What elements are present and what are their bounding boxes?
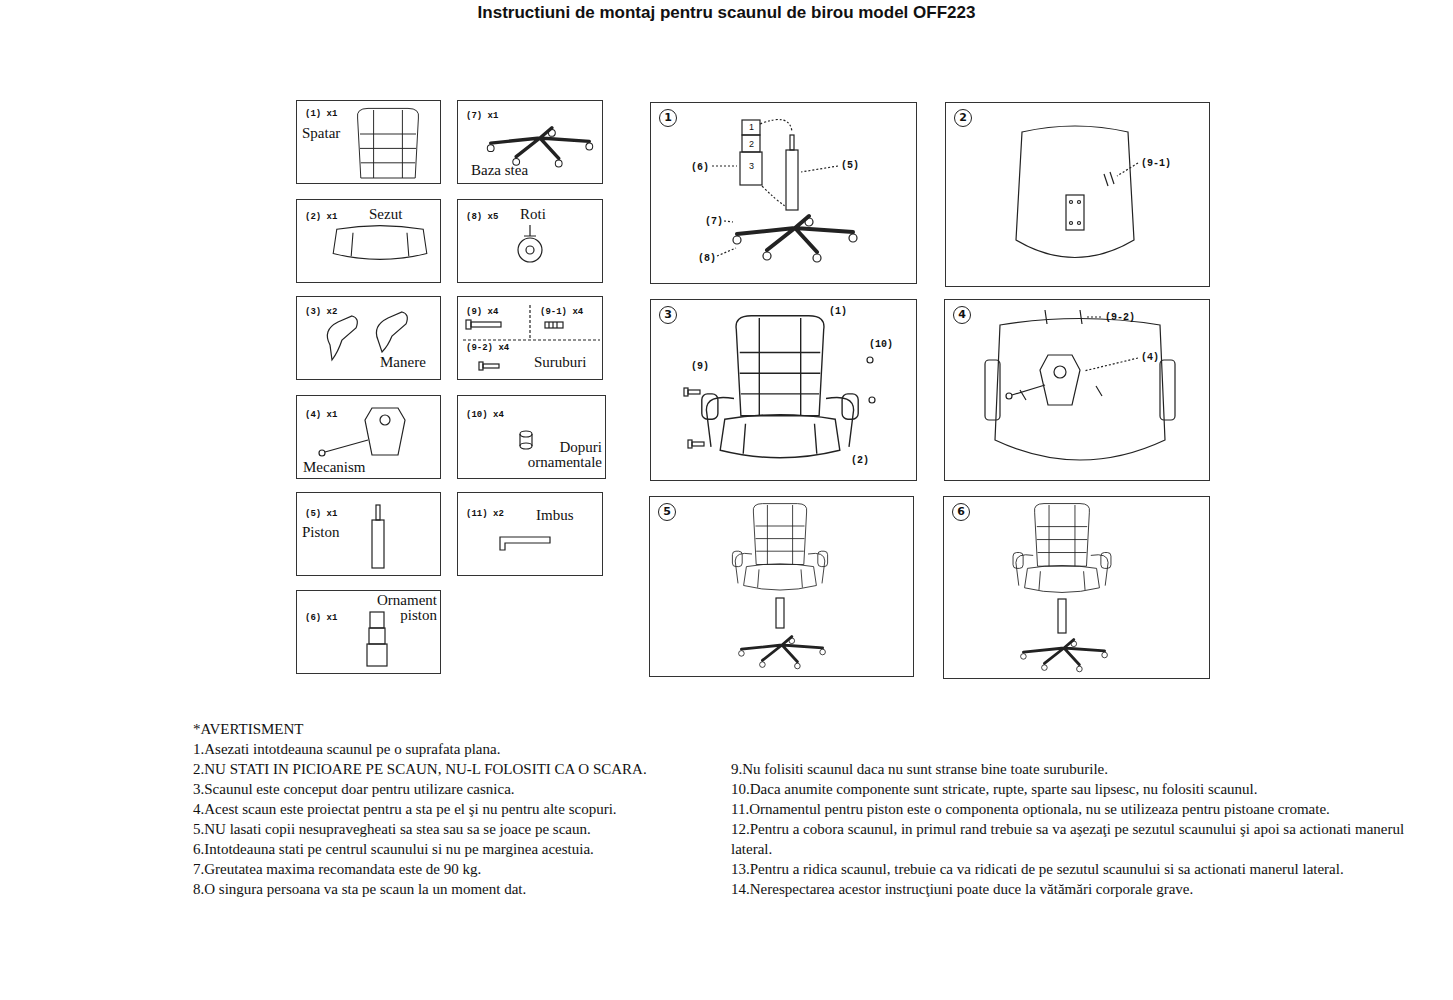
quantity-label: (5) x1 [305, 509, 337, 520]
part-name: Baza stea [471, 162, 528, 178]
warning-item: 1.Asezati intotdeauna scaunul pe o supra… [193, 739, 500, 759]
part-box: (7) x1 Baza stea [457, 100, 603, 184]
segment-number: 3 [749, 161, 754, 172]
callout-number: (10) [869, 339, 893, 351]
step-panel: 2 (9-1) [945, 102, 1210, 287]
step-panel: 5 [649, 496, 914, 677]
part-name: Roti [520, 206, 546, 222]
quantity-label: (6) x1 [305, 613, 337, 624]
warning-item: 2.NU STATI IN PICIOARE PE SCAUN, NU-L FO… [193, 759, 647, 779]
quantity-label: (2) x1 [305, 212, 337, 223]
part-box: (11) x2 Imbus [457, 492, 603, 576]
step-number: 1 [659, 109, 677, 127]
quantity-label: (8) x5 [466, 212, 498, 223]
warning-item: 8.O singura persoana va sta pe scaun la … [193, 879, 526, 899]
step-panel: 4 (9-2) (4) [944, 299, 1210, 481]
part-name: Piston [302, 524, 340, 540]
step-number: 3 [659, 306, 677, 324]
step-panel: 1 (6) 1 2 3 (5) (7) (8) [650, 102, 917, 284]
quantity-label: (11) x2 [466, 509, 504, 520]
quantity-label: (7) x1 [466, 111, 498, 122]
callout-number: (2) [851, 455, 869, 467]
callout-number: (5) [841, 160, 859, 172]
part-box: (2) x1 Sezut [296, 199, 441, 283]
step-number: 4 [953, 306, 971, 324]
warning-item: 7.Greutatea maxima recomandata este de 9… [193, 859, 481, 879]
warning-item: 5.NU lasati copii nesupravegheati sa ste… [193, 819, 591, 839]
part-box: (4) x1 Mecanism [296, 395, 441, 479]
warning-item: 14.Nerespectarea acestor instrucţiuni po… [731, 879, 1193, 899]
quantity-label: (10) x4 [466, 410, 504, 421]
part-name: Dopuri ornamentale [514, 440, 602, 470]
quantity-label: (9) x4 [466, 307, 498, 318]
part-name: Manere [380, 354, 426, 370]
warning-item: 9.Nu folisiti scaunul daca nu sunt stran… [731, 759, 1108, 779]
callout-number: (9-1) [1141, 158, 1171, 170]
quantity-label: (1) x1 [305, 109, 337, 120]
part-name: Sezut [369, 206, 402, 222]
quantity-label: (9-2) x4 [466, 343, 509, 354]
warning-item: 4.Acest scaun este proiectat pentru a st… [193, 799, 617, 819]
warning-item: 6.Intotdeauna stati pe centrul scaunului… [193, 839, 594, 859]
part-box: (8) x5 Roti [457, 199, 603, 283]
callout-number: (9-2) [1105, 312, 1135, 324]
callout-number: (7) [705, 216, 723, 228]
warning-item: 12.Pentru a cobora scaunul, in primul ra… [731, 819, 1431, 859]
quantity-label: (4) x1 [305, 410, 337, 421]
segment-number: 1 [749, 122, 754, 133]
callout-number: (6) [691, 162, 709, 174]
part-name: Spatar [302, 125, 340, 141]
page-title: Instructiuni de montaj pentru scaunul de… [0, 2, 1453, 24]
part-box: (3) x2 Manere [296, 296, 441, 380]
part-box: (5) x1 Piston [296, 492, 441, 576]
quantity-label: (9-1) x4 [540, 307, 583, 318]
step-panel: 3 (1) (10) (9) (2) [650, 299, 917, 481]
callout-number: (9) [691, 361, 709, 373]
callout-number: (8) [698, 253, 716, 265]
warning-item: 10.Daca anumite componente sunt stricate… [731, 779, 1258, 799]
warning-item: 3.Scaunul este conceput doar pentru util… [193, 779, 515, 799]
part-box: (1) x1 Spatar [296, 100, 441, 184]
quantity-label: (3) x2 [305, 307, 337, 318]
part-name: Ornament piston [359, 593, 437, 623]
step-number: 5 [658, 503, 676, 521]
step-number: 2 [954, 109, 972, 127]
warning-item: 13.Pentru a ridica scaunul, trebuie ca v… [731, 859, 1344, 879]
part-name: Mecanism [303, 459, 365, 475]
part-name: Imbus [536, 507, 574, 523]
warning-item: 11.Ornamentul pentru piston este o compo… [731, 799, 1330, 819]
part-name: Suruburi [534, 354, 587, 370]
step-panel: 6 [943, 496, 1210, 679]
part-box: (9) x4 (9-1) x4 (9-2) x4 Suruburi [457, 296, 603, 380]
part-box: (6) x1 Ornament piston [296, 590, 441, 674]
part-box: (10) x4 Dopuri ornamentale [457, 395, 606, 479]
callout-number: (4) [1141, 352, 1159, 364]
warning-heading: *AVERTISMENT [193, 719, 304, 739]
segment-number: 2 [749, 139, 754, 150]
step-number: 6 [952, 503, 970, 521]
callout-number: (1) [829, 306, 847, 318]
